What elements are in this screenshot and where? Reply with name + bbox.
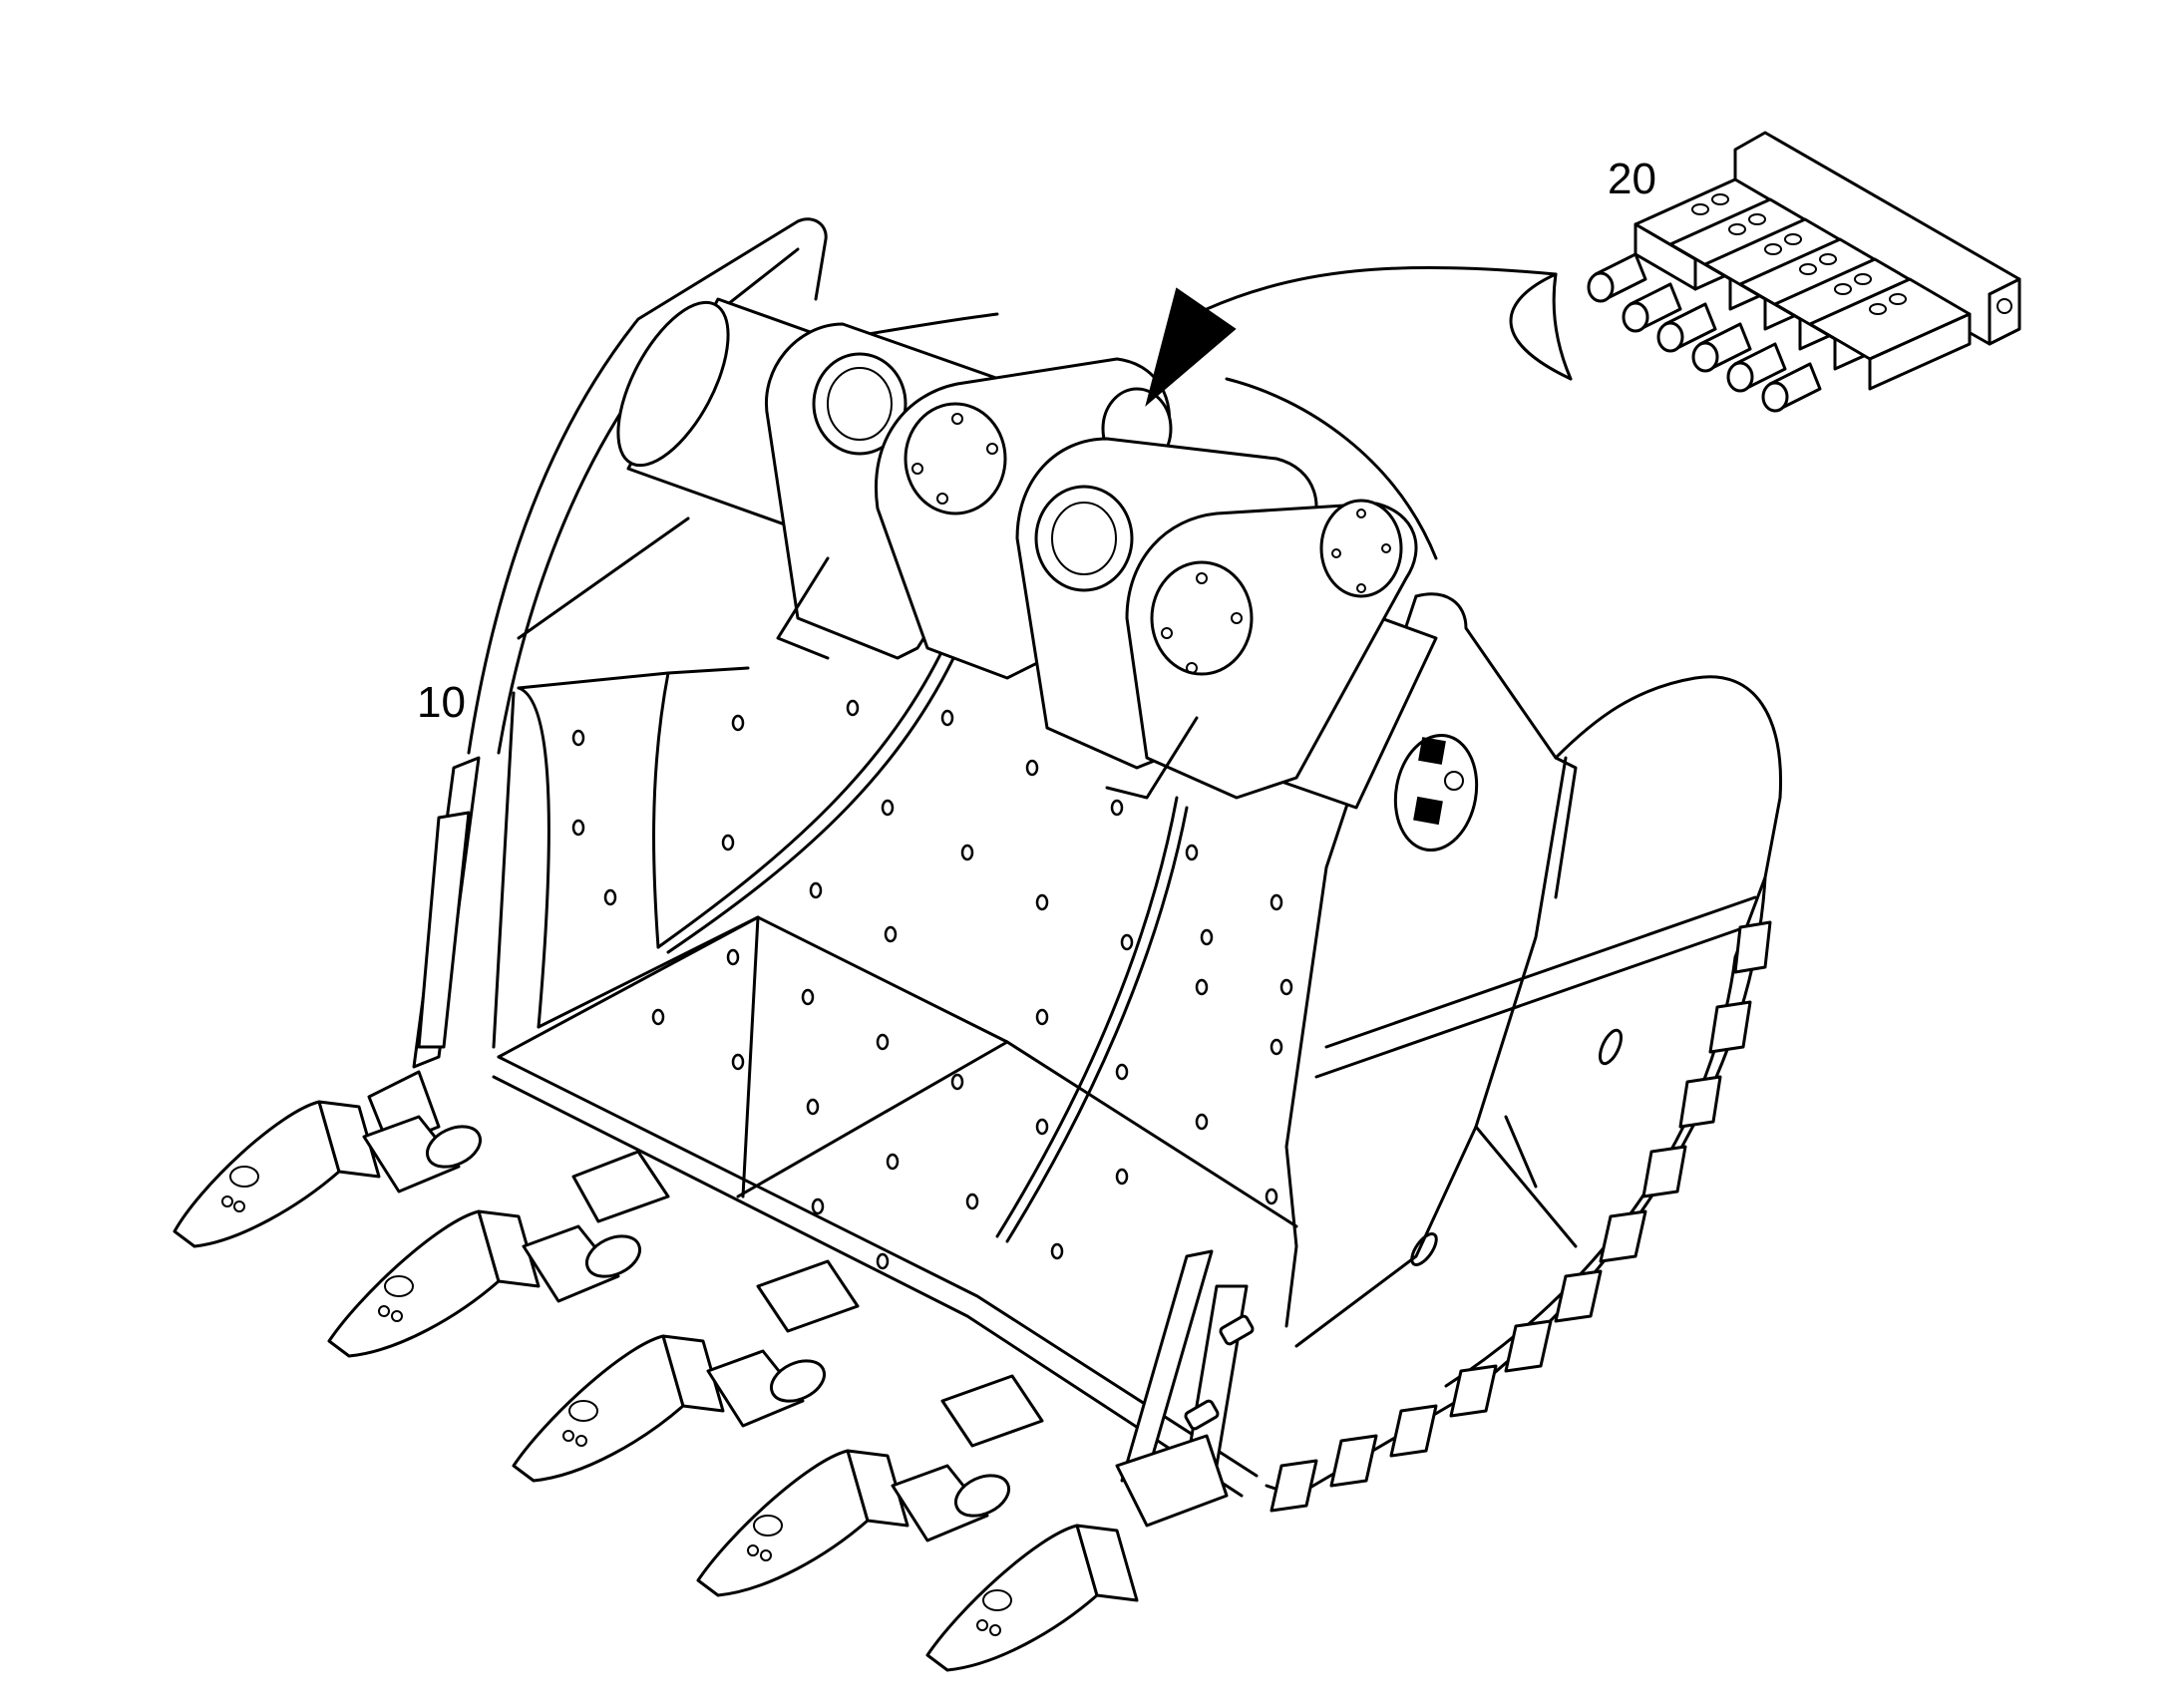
grease-fittings — [1587, 252, 1822, 413]
bucket-teeth — [173, 756, 1255, 1672]
callout-label-20: 20 — [1608, 155, 1656, 203]
callout-label-10: 10 — [417, 678, 466, 727]
hinge-assembly — [616, 297, 1438, 810]
plate-bolt-holes — [571, 699, 1293, 1270]
grease-point-indicator — [1145, 265, 1573, 407]
wear-plates — [492, 417, 1298, 1498]
grease-distributor-block — [1587, 131, 2021, 413]
side-shrouds — [1270, 920, 1772, 1513]
